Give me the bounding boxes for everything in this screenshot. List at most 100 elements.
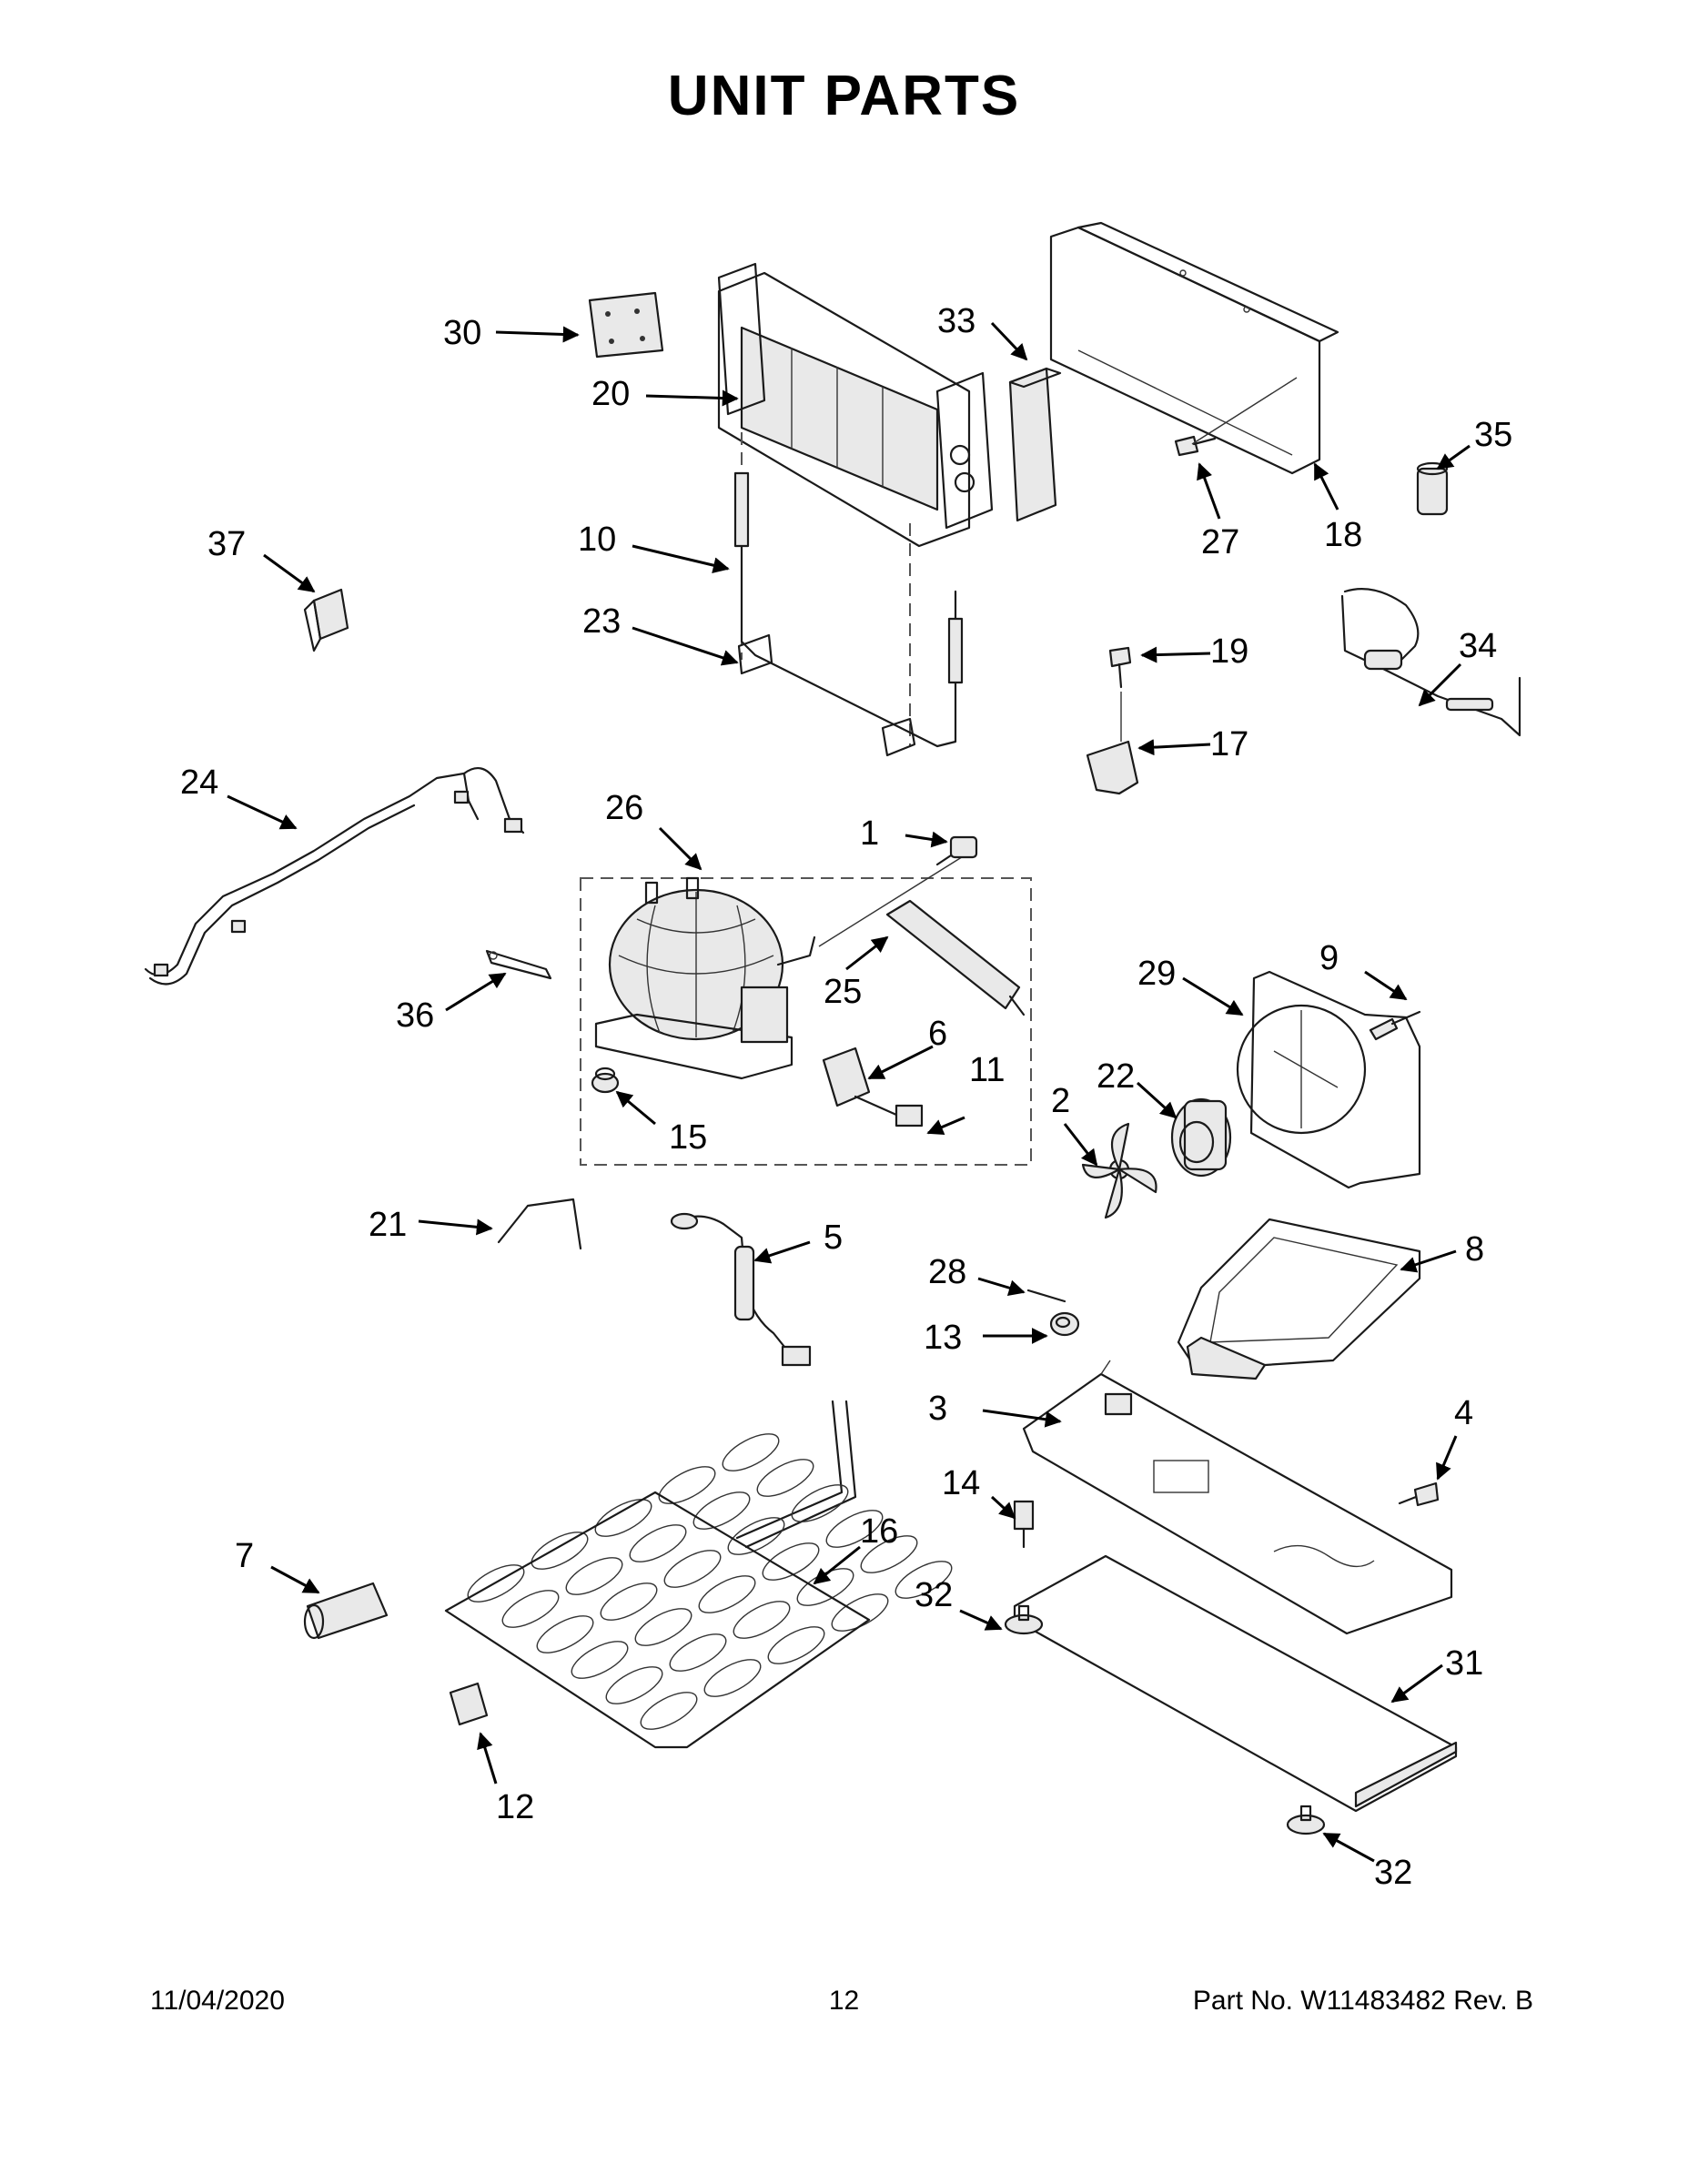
coil-loop bbox=[531, 1532, 589, 1570]
footer-date: 11/04/2020 bbox=[150, 1986, 285, 2016]
callout-label-17: 17 bbox=[1210, 725, 1248, 763]
part-32-foot bbox=[1286, 1805, 1326, 1835]
coil-loop bbox=[767, 1626, 825, 1664]
part-10-23-drain-heater bbox=[733, 471, 964, 757]
callout-label-27: 27 bbox=[1201, 523, 1239, 561]
part-14-screw bbox=[1013, 1500, 1035, 1549]
part-7-insulation-tube bbox=[303, 1582, 389, 1640]
callout-label-12: 12 bbox=[496, 1788, 534, 1826]
callout-label-31: 31 bbox=[1445, 1644, 1483, 1683]
coil-loop bbox=[536, 1615, 594, 1653]
callout-label-15: 15 bbox=[669, 1118, 707, 1157]
part-16-condenser-coil bbox=[444, 1400, 953, 1749]
coil-loop bbox=[629, 1524, 687, 1562]
coil-loop bbox=[565, 1557, 623, 1595]
part-13-grommet bbox=[1049, 1311, 1080, 1337]
coil-loop bbox=[831, 1593, 889, 1632]
part-35-cylinder bbox=[1416, 461, 1449, 516]
callout-label-23: 23 bbox=[582, 602, 621, 641]
page-title: UNIT PARTS bbox=[667, 65, 1021, 127]
callout-label-19: 19 bbox=[1210, 632, 1248, 671]
coil-loop bbox=[669, 1633, 727, 1672]
part-8-drain-pan bbox=[1177, 1218, 1421, 1380]
coil-loop bbox=[501, 1590, 560, 1628]
callout-label-18: 18 bbox=[1324, 516, 1362, 554]
coil-loop bbox=[756, 1459, 814, 1497]
coil-loop bbox=[692, 1491, 751, 1530]
part-26-compressor bbox=[594, 876, 816, 1080]
callout-label-3: 3 bbox=[928, 1390, 947, 1428]
part-28-pin bbox=[1026, 1289, 1066, 1303]
coil-loop bbox=[722, 1433, 780, 1471]
coil-loop bbox=[895, 1561, 953, 1599]
callout-arrows bbox=[227, 321, 1471, 1863]
coil-loop bbox=[727, 1517, 785, 1555]
part-9-screw bbox=[1369, 1010, 1421, 1041]
callout-label-5: 5 bbox=[824, 1218, 843, 1257]
part-15-grommet bbox=[591, 1067, 620, 1094]
callout-label-7: 7 bbox=[235, 1537, 254, 1575]
coil-loop bbox=[663, 1550, 722, 1588]
callout-label-11: 11 bbox=[969, 1051, 1005, 1089]
coil-loop bbox=[703, 1659, 762, 1697]
coil-loop bbox=[640, 1692, 698, 1730]
footer-part-number: Part No. W11483482 Rev. B bbox=[1192, 1986, 1533, 2016]
part-37-clip bbox=[303, 588, 349, 652]
callout-label-16: 16 bbox=[860, 1512, 898, 1551]
callout-label-26: 26 bbox=[605, 789, 643, 827]
callout-label-36: 36 bbox=[396, 996, 434, 1035]
coil-loop bbox=[605, 1666, 663, 1704]
part-24-wire-harness bbox=[144, 766, 525, 986]
part-19-screw bbox=[1108, 646, 1132, 689]
callout-label-21: 21 bbox=[369, 1206, 407, 1244]
footer-page-number: 12 bbox=[828, 1986, 860, 2016]
part-18-cover bbox=[1049, 221, 1339, 475]
coil-loop bbox=[658, 1466, 716, 1504]
callout-label-1: 1 bbox=[860, 814, 879, 853]
part-21-clip bbox=[497, 1198, 582, 1250]
part-17-bracket bbox=[1086, 692, 1139, 795]
callout-label-20: 20 bbox=[591, 375, 630, 413]
callout-label-24: 24 bbox=[180, 763, 218, 802]
coil-loop bbox=[791, 1484, 849, 1522]
part-29-fan-shroud bbox=[1236, 970, 1421, 1189]
part-22-fan-motor bbox=[1170, 1097, 1232, 1178]
coil-loop bbox=[860, 1535, 918, 1573]
part-25-drier bbox=[885, 899, 1026, 1016]
part-5-tube bbox=[670, 1212, 812, 1367]
callout-label-30: 30 bbox=[443, 314, 481, 352]
part-12-clip bbox=[449, 1682, 489, 1726]
part-34-tubing bbox=[1340, 588, 1521, 737]
callout-label-14: 14 bbox=[942, 1464, 980, 1502]
coil-loop bbox=[571, 1641, 629, 1679]
callout-label-2: 2 bbox=[1051, 1082, 1070, 1120]
callout-label-10: 10 bbox=[578, 521, 616, 559]
callout-label-8: 8 bbox=[1465, 1230, 1484, 1269]
callout-label-22: 22 bbox=[1097, 1057, 1135, 1096]
coil-loop bbox=[594, 1499, 652, 1537]
part-36-link bbox=[485, 949, 552, 980]
leader-line bbox=[818, 854, 965, 947]
callout-label-32: 32 bbox=[1374, 1854, 1412, 1892]
coil-loop bbox=[600, 1582, 658, 1621]
callout-label-33: 33 bbox=[937, 302, 975, 340]
callout-label-25: 25 bbox=[824, 973, 862, 1011]
part-27-screw bbox=[1174, 377, 1298, 457]
callout-label-34: 34 bbox=[1459, 627, 1497, 665]
callout-label-9: 9 bbox=[1319, 939, 1339, 977]
callout-label-32: 32 bbox=[915, 1576, 953, 1614]
callout-label-29: 29 bbox=[1137, 955, 1176, 993]
part-20-evaporator bbox=[717, 262, 994, 548]
coil-loop bbox=[825, 1510, 884, 1548]
part-1-valve bbox=[935, 835, 978, 866]
callout-label-13: 13 bbox=[924, 1319, 962, 1357]
callout-label-4: 4 bbox=[1454, 1394, 1473, 1432]
callout-label-28: 28 bbox=[928, 1253, 966, 1291]
part-33-foam-block bbox=[1008, 367, 1062, 522]
part-6-relay bbox=[822, 1046, 898, 1117]
callout-label-35: 35 bbox=[1474, 416, 1512, 454]
coil-loop bbox=[733, 1601, 791, 1639]
coil-loop bbox=[762, 1542, 820, 1581]
part-31-sheet bbox=[1013, 1554, 1458, 1813]
